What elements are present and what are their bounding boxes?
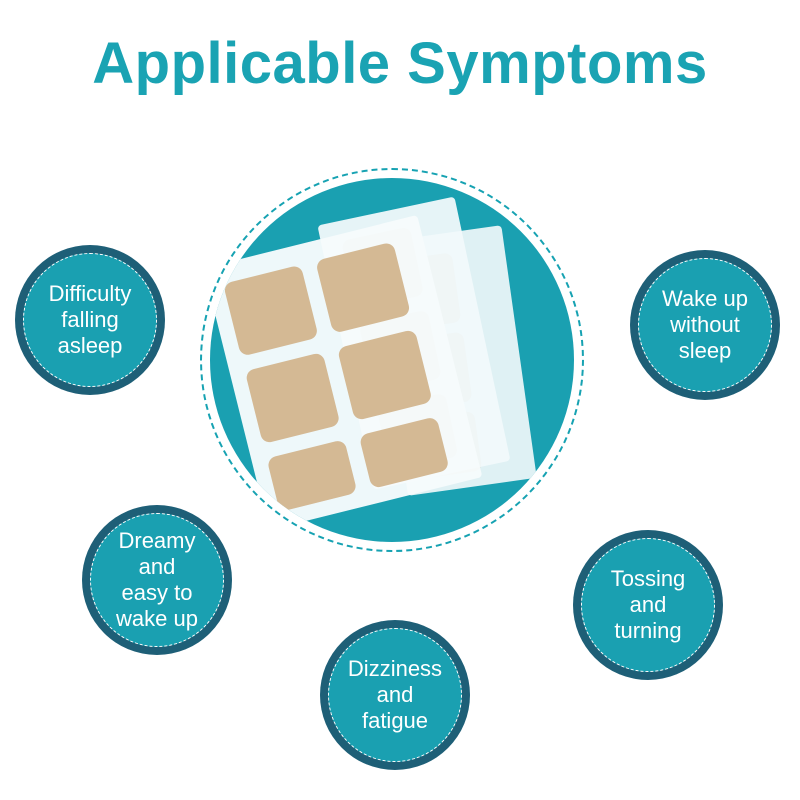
symptom-dizziness-fatigue: Dizziness and fatigue [320,620,470,770]
symptom-label: Dizziness and fatigue [347,656,443,733]
symptom-label: Wake up without sleep [661,286,748,363]
product-dashed-ring [200,168,584,552]
product-image [210,178,574,542]
symptom-label: Dreamy and easy to wake up [116,528,198,631]
page-title: Applicable Symptoms [92,31,708,96]
symptom-difficulty-falling-asleep: Difficulty falling asleep [15,245,165,395]
symptom-label: Tossing and turning [610,566,686,643]
symptom-dreamy-easy-to-wake-up: Dreamy and easy to wake up [82,505,232,655]
symptom-label: Difficulty falling asleep [48,281,132,358]
patch-sheets-illustration [210,197,537,530]
symptom-tossing-turning: Tossing and turning [573,530,723,680]
symptom-wake-up-without-sleep: Wake up without sleep [630,250,780,400]
